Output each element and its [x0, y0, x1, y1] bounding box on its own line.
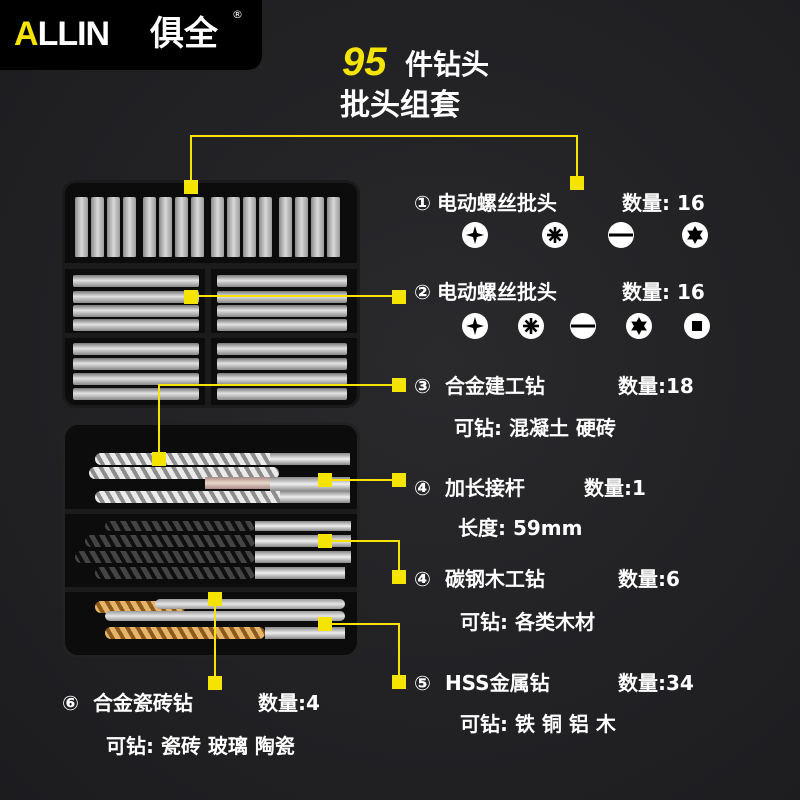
item-2-name: 电动螺丝批头: [436, 280, 557, 304]
item-3-index: ③: [414, 374, 431, 398]
item-1-name: 电动螺丝批头: [436, 191, 557, 215]
item-5-index: ⑤: [414, 671, 431, 695]
qty-value: 34: [666, 671, 694, 695]
item-5-qty: 数量:34: [618, 670, 694, 696]
item-4b-heading: ④ 碳钢木工钻: [414, 566, 545, 592]
qty-label: 数量:: [618, 374, 666, 398]
torx-icon: [682, 222, 708, 248]
qty-value: 16: [676, 191, 705, 215]
pozidriv-icon: [542, 222, 568, 248]
item-3-note: 可钻: 混凝土 硬砖: [454, 416, 616, 440]
item-6-name: 合金瓷砖钻: [92, 691, 193, 715]
item-5-heading: ⑤ HSS金属钻: [414, 670, 550, 696]
item-4b-qty: 数量:6: [618, 566, 680, 592]
title-count: 95: [342, 40, 387, 84]
qty-label: 数量:: [258, 691, 306, 715]
item-4a-qty: 数量:1: [584, 475, 646, 501]
qty-value: 6: [666, 567, 680, 591]
item-4a-index: ④: [414, 476, 431, 500]
item-3-name: 合金建工钻: [444, 374, 545, 398]
item-4b-note: 可钻: 各类木材: [460, 610, 595, 634]
registered-mark: ®: [232, 8, 243, 21]
qty-label: 数量:: [622, 280, 670, 304]
item-6-qty: 数量:4: [258, 690, 320, 716]
title-line2: 批头组套: [340, 88, 460, 123]
brand-logo-cn: 俱全: [150, 14, 218, 54]
square-drive-icon: [684, 313, 710, 339]
logo-letters: LLIN: [37, 15, 111, 53]
item-6-note: 可钻: 瓷砖 玻璃 陶瓷: [106, 734, 295, 758]
item-1-qty: 数量: 16: [622, 190, 705, 216]
item-4b-index: ④: [414, 567, 431, 591]
qty-value: 18: [666, 374, 694, 398]
item-2-index: ②: [414, 280, 431, 304]
logo-tab: [0, 0, 262, 70]
logo-letter-a: A: [14, 15, 39, 53]
item-1-index: ①: [414, 191, 431, 215]
item-3-heading: ③ 合金建工钻: [414, 373, 545, 399]
slotted-icon: [608, 222, 634, 248]
item-2-qty: 数量: 16: [622, 279, 705, 305]
item-6-index: ⑥: [62, 691, 79, 715]
toolbox-drill-tray: [62, 422, 360, 658]
item-4a-name: 加长接杆: [444, 476, 525, 500]
slotted-icon: [570, 313, 596, 339]
qty-value: 16: [676, 280, 705, 304]
item-4a-note: 长度: 59mm: [458, 516, 583, 540]
qty-label: 数量:: [584, 476, 632, 500]
item-5-note: 可钻: 铁 铜 铝 木: [460, 712, 616, 736]
phillips-icon: [462, 222, 488, 248]
torx-icon: [626, 313, 652, 339]
item-5-name: HSS金属钻: [444, 671, 550, 695]
qty-label: 数量:: [618, 567, 666, 591]
pozidriv-icon: [518, 313, 544, 339]
item-6-heading: ⑥ 合金瓷砖钻: [62, 690, 193, 716]
short-bits-row: [75, 197, 340, 257]
phillips-icon: [462, 313, 488, 339]
item-3-qty: 数量:18: [618, 373, 694, 399]
qty-label: 数量:: [618, 671, 666, 695]
item-4b-name: 碳钢木工钻: [444, 567, 545, 591]
item-4a-heading: ④ 加长接杆: [414, 475, 525, 501]
qty-value: 4: [306, 691, 320, 715]
title-line1: 件钻头: [405, 48, 490, 81]
qty-label: 数量:: [622, 191, 670, 215]
brand-logo-latin: ALLIN: [14, 14, 111, 54]
qty-value: 1: [632, 476, 646, 500]
toolbox-bit-tray: [62, 180, 360, 408]
